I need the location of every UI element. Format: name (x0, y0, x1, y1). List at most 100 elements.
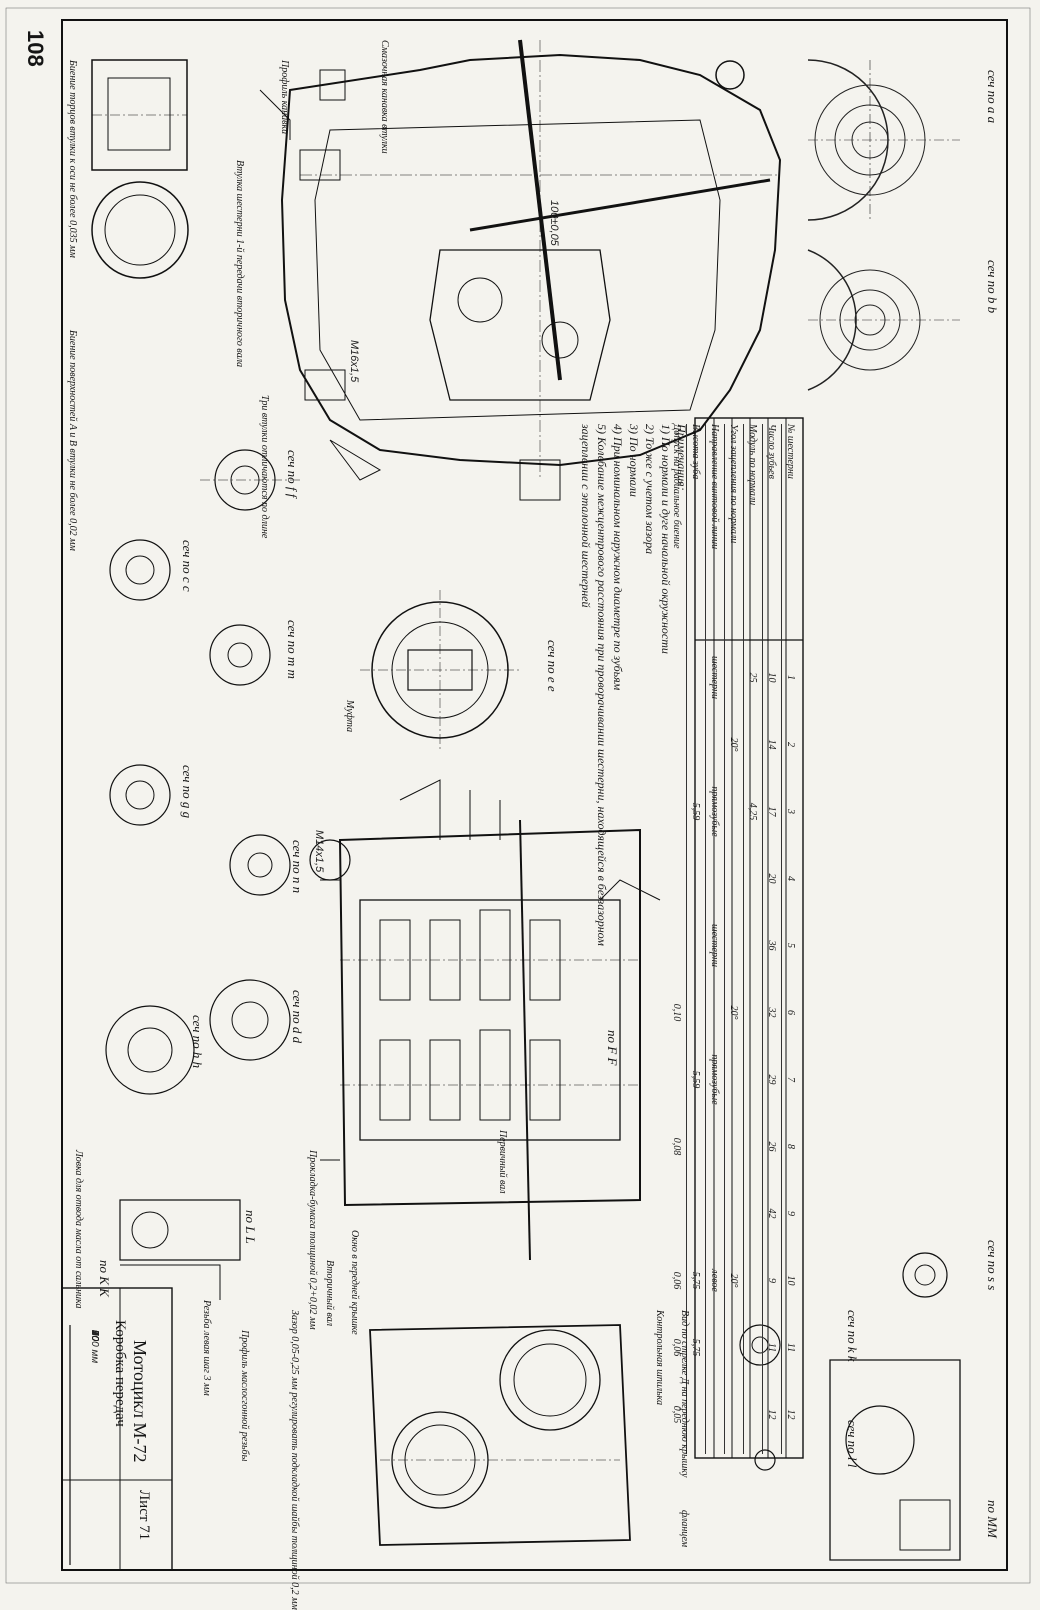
runout-note-2: Биение поверхностей А и В втулки не боле… (67, 330, 78, 551)
table-cell: 14 (766, 739, 778, 750)
gear-table-frame (694, 417, 804, 1459)
table-col: 7 (785, 1077, 797, 1082)
runout-note: Биение торцов втулки к оси не более 0,03… (67, 60, 78, 258)
table-row-label: Число зубьев (766, 424, 778, 479)
table-cell: 10 (766, 672, 778, 683)
page-number: 108 (23, 30, 48, 67)
note-item: 4) При номинальном наружном диаметре по … (611, 424, 625, 691)
table-col: 5 (785, 943, 797, 948)
table-notes: Примечания: 1) По нормали и дуге начальн… (578, 424, 690, 984)
table-col: 1 (785, 675, 797, 680)
table-cell: 36 (766, 940, 778, 951)
secondary-shaft-label: Вторичный вал (324, 1260, 335, 1327)
table-cell: 11 (766, 1342, 778, 1353)
table-header-row: № шестерни 1 2 3 4 5 6 7 8 9 10 11 12 (782, 424, 800, 1454)
table-cell: левое (709, 1269, 721, 1292)
bushing-text: Три втулки отличаются по длине (259, 395, 270, 539)
title-sheet: Лист 71 (136, 1490, 152, 1541)
retainer-profile-label: Профиль маслосгонной резьбы (239, 1330, 250, 1462)
note-item: 1) По нормали и дуге начальной окружност… (659, 424, 673, 654)
table-row: Направление винтовой линии шестерни прямоз… (706, 424, 725, 1454)
sheet-frame (61, 19, 1008, 1571)
table-cell: шестерни (709, 924, 721, 967)
table-cell: 26 (766, 1141, 778, 1152)
table-cell: шестерни (709, 656, 721, 699)
section-label-ee: сеч по e e (545, 640, 560, 692)
section-ee-drawing (360, 590, 520, 750)
front-cover-view (369, 1324, 631, 1546)
table-cell: прямозубые (709, 786, 721, 837)
section-label-LL: по L L (243, 1210, 258, 1244)
section-aa-drawing (807, 59, 960, 221)
notes-title: Примечания: (675, 424, 689, 491)
thread-m14: М14х1,5 (313, 830, 325, 873)
groove-profile: Профиль канавки (279, 60, 290, 135)
table-cell: 32 (766, 1007, 778, 1018)
note-item: 5) Колебание межцентрового расстояния пр… (579, 424, 609, 946)
section-label-cc: сеч по c c (180, 540, 195, 592)
section-gg-drawing (109, 764, 171, 826)
table-cell: 20 (766, 873, 778, 884)
clutch-label: Муфта (344, 700, 355, 733)
table-cell: 20° (728, 737, 740, 752)
section-ff-drawing (200, 449, 300, 511)
title-part: Коробка передач (112, 1320, 128, 1427)
table-cell: 5,75 (690, 1338, 702, 1357)
table-row-label: Модуль по нормали (747, 424, 759, 506)
table-col: 2 (785, 742, 797, 747)
table-col: 11 (785, 1342, 797, 1353)
section-label-ll: сеч по l l (845, 1420, 860, 1468)
table-row: Модуль по нормали 25 4,25 (744, 424, 763, 1454)
table-cell: 5,59 (690, 802, 702, 821)
table-row-label: Угол зацепления по нормали (728, 424, 740, 544)
table-row-label: Высота зуба (690, 424, 702, 480)
section-cc-drawing (109, 539, 171, 601)
section-MM-drawing (829, 1359, 961, 1561)
section-label-KK: по K K (97, 1260, 112, 1297)
section-hh-drawing (105, 1005, 195, 1095)
section-label-nn: сеч по n n (290, 840, 305, 894)
section-dd-drawing (209, 979, 291, 1061)
section-label-gg: сеч по g g (180, 765, 195, 819)
table-cell: 0,08 (671, 1137, 683, 1156)
table-cell: 25 (747, 672, 759, 683)
oil-plug-label: Контрольная шпилька (654, 1310, 665, 1406)
section-label-kk: сеч по k k (845, 1310, 860, 1362)
table-cell: 12 (766, 1409, 778, 1420)
table-cell: 4,25 (747, 802, 759, 821)
note-item: 3) По нормали (627, 424, 641, 497)
bushing-drawing (91, 59, 346, 279)
title-name: Мотоцикл М-72 (130, 1340, 150, 1463)
table-cell: 20° (728, 1005, 740, 1020)
clearance-label: Зазор 0,05-0,25 мм регулировать подкладк… (289, 1310, 300, 1610)
table-col: 9 (785, 1211, 797, 1216)
section-label-MM: по MM (985, 1500, 1000, 1538)
gasket-label: Прокладка-бумага толщиной 0,2+0,02 мм (307, 1150, 318, 1330)
center-distance: 100±0,05 (548, 200, 560, 246)
note-item: 2) То же с учетом зазора (643, 424, 657, 555)
section-LL-drawing (119, 1199, 241, 1300)
table-cell: прямозубые (709, 1054, 721, 1105)
table-col: 12 (785, 1409, 797, 1420)
section-mm-drawing (209, 624, 271, 686)
section-bb-drawing (807, 249, 960, 391)
gearbox-side-view (280, 39, 782, 501)
table-cell: 20° (728, 1273, 740, 1288)
section-label-dd: сеч по d d (290, 990, 305, 1044)
scale-label: 100 мм (89, 1330, 100, 1364)
section-label-FF: по F F (605, 1030, 620, 1066)
table-cell: 29 (766, 1074, 778, 1085)
oil-drain-label: Ловка для отвода масла от сальника (73, 1150, 84, 1309)
table-row-label: Направление винтовой линии (709, 424, 721, 550)
oil-window-label: Окно в передней крышке (349, 1230, 360, 1335)
table-header: № шестерни (785, 424, 797, 479)
section-label-ss: сеч по s s (985, 1240, 1000, 1291)
title-block-frame (61, 1287, 173, 1571)
section-label-ff: сеч по f f (285, 450, 300, 498)
section-kk-drawing (739, 1324, 781, 1366)
section-label-aa: сеч по a a (985, 70, 1000, 124)
bushing-label: Втулка шестерни 1-й передачи вторичного … (234, 160, 245, 368)
